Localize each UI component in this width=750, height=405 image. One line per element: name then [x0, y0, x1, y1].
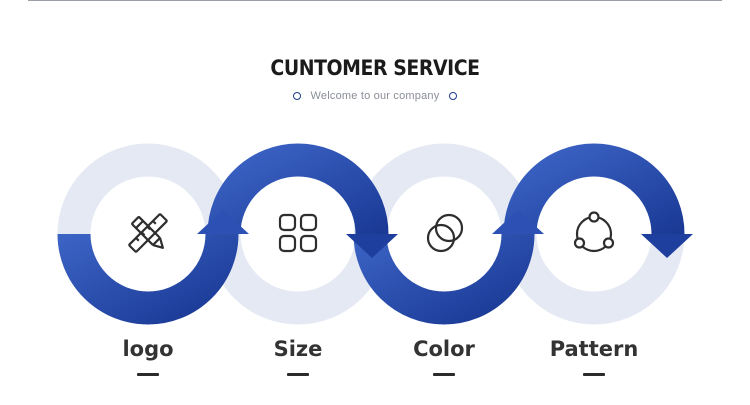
page-subtitle: Welcome to our company [310, 90, 440, 102]
overlapping-circles-icon [426, 213, 464, 253]
arrow-up-1-icon [197, 210, 249, 234]
underline-dash-1 [137, 373, 159, 376]
underline-dash-4 [583, 373, 605, 376]
arrow-up-3-icon [492, 210, 544, 234]
arrow-down-4-icon [641, 234, 693, 258]
underline-dash-2 [287, 373, 309, 376]
blue-arc-2 [207, 143, 389, 235]
step-label-pattern: Pattern [549, 337, 639, 361]
ring-dot-right-icon [449, 92, 458, 100]
ring-dot-left-icon [292, 92, 301, 100]
step-label-color: Color [413, 337, 475, 361]
pencil-ruler-icon [128, 213, 168, 253]
top-divider [28, 0, 722, 1]
step-label-size: Size [273, 337, 323, 361]
subtitle-row: Welcome to our company [0, 89, 750, 103]
arrow-down-2-icon [346, 234, 398, 258]
connected-nodes-icon [573, 211, 615, 253]
four-squares-icon [278, 213, 318, 253]
blue-arc-1 [57, 233, 239, 325]
blue-arc-4 [503, 143, 685, 235]
blue-arc-3 [353, 233, 535, 325]
step-label-logo: logo [122, 337, 174, 361]
page-title: CUNTOMER SERVICE [270, 56, 480, 80]
underline-dash-3 [433, 373, 455, 376]
